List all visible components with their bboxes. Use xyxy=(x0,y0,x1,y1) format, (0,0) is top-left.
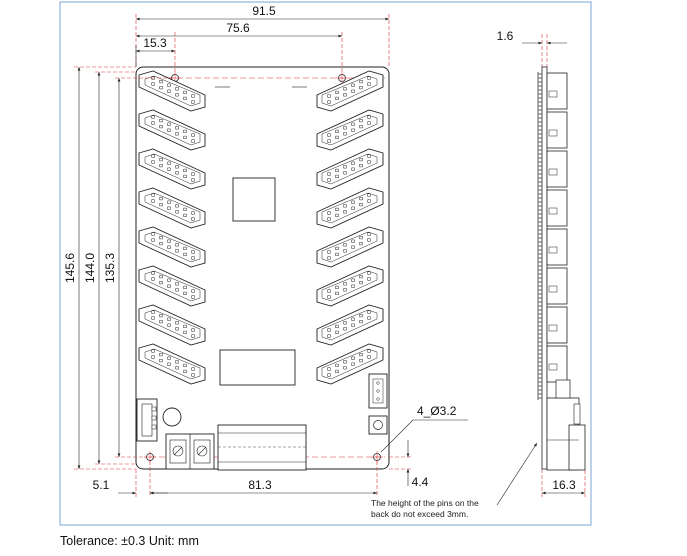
note-line-1: The height of the pins on the xyxy=(371,498,479,508)
dim-hole-spacing-x: 75.6 xyxy=(226,21,250,35)
right-connector-8 xyxy=(316,343,384,385)
pcb-side-view: 1.6 16.3 xyxy=(497,29,586,506)
mounting-hole-top-right xyxy=(336,72,348,84)
ethernet-jack xyxy=(217,424,307,471)
right-connector-5 xyxy=(316,226,384,268)
right-connector-7 xyxy=(316,304,384,346)
power-header xyxy=(136,398,158,442)
small-header-right xyxy=(368,373,388,409)
right-connector-6 xyxy=(316,265,384,307)
dim-hole-offset-x: 15.3 xyxy=(143,36,167,50)
right-connector-4 xyxy=(316,187,384,229)
dim-hole-spec: 4_Ø3.2 xyxy=(417,404,457,418)
right-connector-column xyxy=(316,70,384,385)
main-chip xyxy=(232,177,276,222)
right-connector-3 xyxy=(316,148,384,190)
dim-hole-offset-bottom: 4.4 xyxy=(412,475,429,489)
left-connector-3 xyxy=(138,148,206,190)
left-connector-7 xyxy=(138,304,206,346)
left-connector-2 xyxy=(138,109,206,151)
left-connector-5 xyxy=(138,226,206,268)
terminal-block xyxy=(165,433,215,470)
reset-button xyxy=(368,415,388,435)
dim-hole-spacing-y: 135.3 xyxy=(103,253,117,283)
dim-bottom-hole-spacing: 81.3 xyxy=(248,478,272,492)
pcb-front-view xyxy=(135,66,390,471)
right-connector-2 xyxy=(316,109,384,151)
secondary-chip xyxy=(219,349,296,386)
dim-board-height: 144.0 xyxy=(83,253,97,283)
side-pcb xyxy=(541,66,548,470)
tolerance-note: Tolerance: ±0.3 Unit: mm xyxy=(60,534,199,548)
buzzer xyxy=(162,407,182,427)
dim-side-height: 16.3 xyxy=(552,478,576,492)
left-connector-4 xyxy=(138,187,206,229)
left-connector-6 xyxy=(138,265,206,307)
drawing-frame xyxy=(59,1,592,526)
dim-pcb-thickness: 1.6 xyxy=(497,29,514,43)
note-line-2: back do not exceed 3mm. xyxy=(371,509,468,519)
dim-overall-height: 145.6 xyxy=(63,253,77,283)
dimension-lines xyxy=(74,14,468,497)
dim-hole-offset-left: 5.1 xyxy=(93,478,110,492)
left-connector-8 xyxy=(138,343,206,385)
left-connector-column xyxy=(138,70,206,385)
dim-overall-width: 91.5 xyxy=(252,4,276,18)
right-connector-1 xyxy=(316,70,384,112)
